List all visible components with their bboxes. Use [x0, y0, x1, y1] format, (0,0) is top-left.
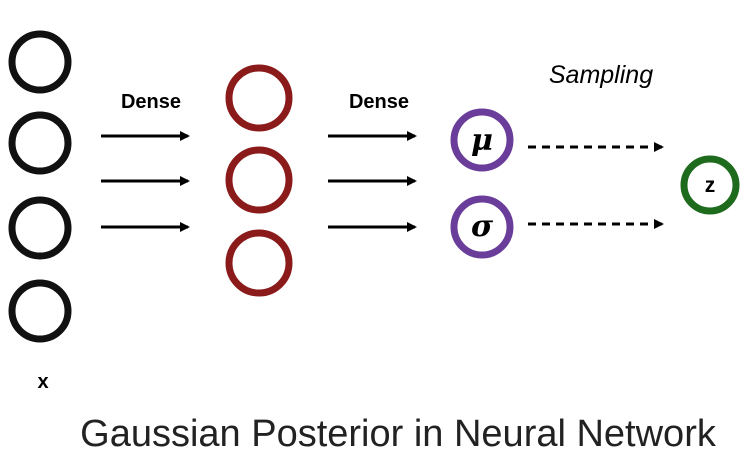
mu-symbol: μ — [471, 123, 493, 158]
input-node — [8, 279, 72, 343]
dense-arrows-2 — [328, 131, 417, 232]
latent-layer: z — [680, 155, 740, 215]
hidden-layer — [225, 64, 293, 297]
input-node — [8, 30, 72, 94]
param-layer: μ σ — [450, 108, 514, 259]
input-node — [8, 196, 72, 260]
dense-label-2: Dense — [349, 91, 409, 113]
hidden-node — [225, 64, 293, 132]
input-label: x — [37, 371, 48, 393]
sampling-label: Sampling — [549, 61, 653, 89]
sigma-symbol: σ — [471, 209, 494, 244]
latent-node — [680, 155, 740, 215]
hidden-node — [225, 229, 293, 297]
sampling-arrows — [528, 142, 664, 229]
mu-node — [450, 108, 514, 172]
latent-label: z — [705, 174, 716, 197]
dense-arrows-1 — [101, 131, 190, 232]
sigma-node — [450, 195, 514, 259]
diagram-caption: Gaussian Posterior in Neural Network — [80, 413, 717, 455]
input-layer — [8, 30, 72, 343]
dense-label-1: Dense — [121, 91, 181, 113]
input-node — [8, 111, 72, 175]
hidden-node — [225, 146, 293, 214]
